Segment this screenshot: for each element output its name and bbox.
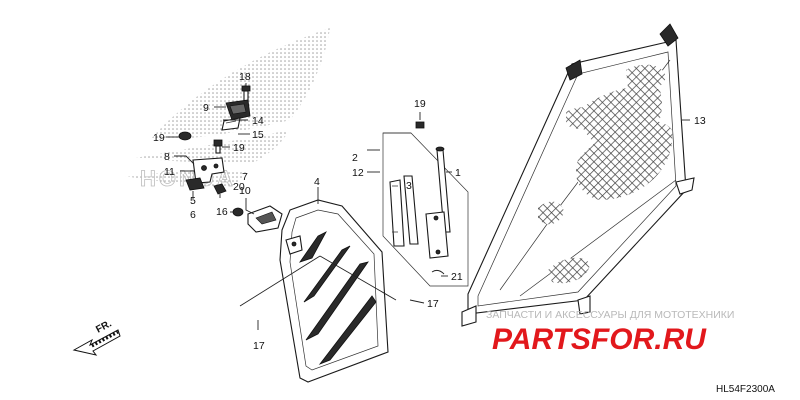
callout-6: 6 (190, 209, 196, 221)
door-net-13-icon (461, 23, 695, 327)
callout-19-b: 19 (233, 142, 245, 154)
leader-lines (166, 83, 690, 330)
callout-3: 3 (406, 180, 412, 192)
callout-17-b: 17 (427, 298, 439, 310)
callout-17-a: 17 (253, 340, 265, 352)
callout-15: 15 (252, 129, 264, 141)
door-panel-4-icon (279, 199, 389, 383)
watermark-logo: PARTSFOR.RU (492, 323, 707, 356)
callout-18: 18 (239, 71, 251, 83)
spacer-14-icon (221, 117, 241, 131)
front-direction-label: FR. (94, 318, 114, 335)
washer-19-icon (178, 131, 192, 141)
callout-12: 12 (352, 167, 364, 179)
callout-20: 20 (233, 181, 245, 193)
front-direction-arrow-icon (72, 329, 121, 356)
callout-16: 16 (216, 206, 228, 218)
honda-wing-emblem: HONDA (125, 28, 330, 191)
callout-2: 2 (352, 152, 358, 164)
callout-1: 1 (455, 167, 461, 179)
clip-5-icon (185, 177, 205, 191)
hinge-7-icon (247, 205, 283, 233)
callout-4: 4 (314, 176, 320, 188)
bolt-19-icon (213, 139, 223, 154)
callout-19-c: 19 (414, 98, 426, 110)
callout-labels: 18 9 14 15 19 19 8 11 5 6 20 16 7 10 4 1… (153, 71, 706, 352)
callout-9: 9 (203, 102, 209, 114)
hinge-bracket-9-icon (225, 99, 251, 121)
callout-10: 10 (239, 185, 251, 197)
callout-13: 13 (694, 115, 706, 127)
callout-11: 11 (164, 166, 175, 178)
washer-16-icon (232, 207, 244, 217)
nut-20-icon (213, 183, 227, 195)
callout-7: 7 (242, 171, 248, 183)
callout-8: 8 (164, 151, 170, 163)
callout-5: 5 (190, 195, 196, 207)
callout-19-a: 19 (153, 132, 165, 144)
callout-14: 14 (252, 115, 264, 127)
hinge-hardware-group (178, 85, 283, 233)
watermark-caption: ЗАПЧАСТИ И АКСЕССУАРЫ ДЛЯ МОТОТЕХНИКИ (486, 309, 734, 321)
diagram-code: HL54F2300A (716, 384, 775, 395)
bracket-set-box (382, 121, 469, 287)
callout-21: 21 (451, 271, 463, 283)
